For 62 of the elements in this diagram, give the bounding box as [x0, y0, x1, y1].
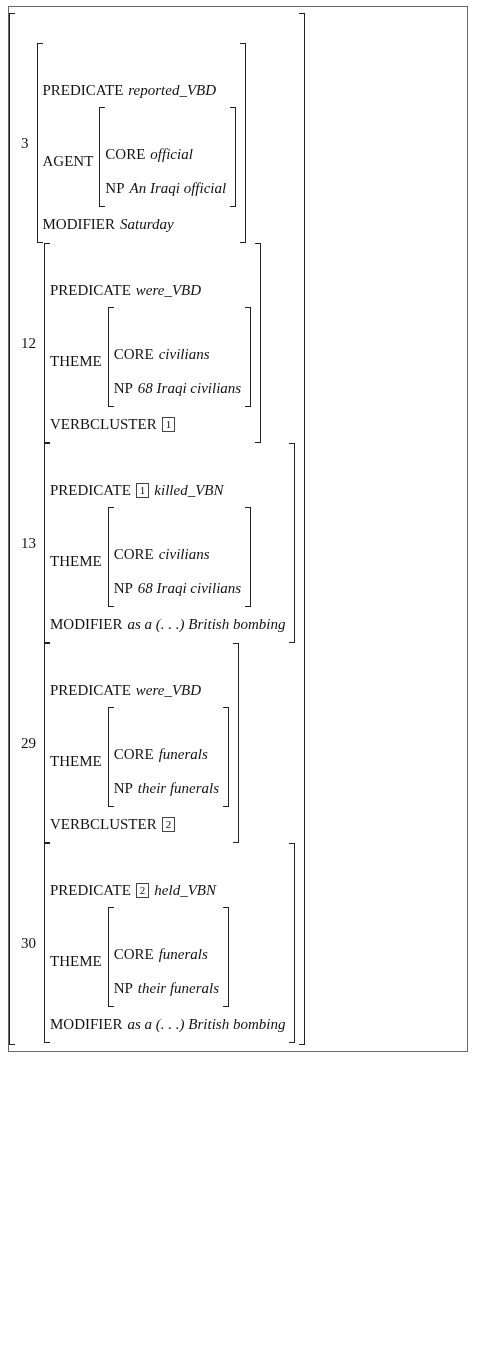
feature-name: CORE [113, 945, 154, 963]
feature-value: official [150, 145, 193, 163]
feature-value: funerals [158, 745, 208, 763]
feature-matrix [42, 107, 237, 207]
feature-value: as a (. . .) British bombing [127, 1015, 286, 1033]
feature-name: NP [113, 379, 133, 397]
frame-number: 29 [21, 734, 36, 752]
coindex-tag: 1 [135, 482, 150, 498]
feature-matrix [44, 443, 296, 643]
feature-value: Saturday [120, 215, 174, 233]
feature-name: PREDICATE [50, 281, 131, 299]
feature-name: MODIFIER [50, 615, 123, 633]
feature-value: as a (. . .) British bombing [127, 615, 286, 633]
frame-number: 3 [21, 134, 29, 152]
feature-value: killed_VBN [154, 481, 224, 499]
feature-value: funerals [158, 945, 208, 963]
feature-name: AGENT [42, 152, 94, 170]
feature-name: CORE [113, 745, 154, 763]
feature-value: civilians [158, 345, 210, 363]
feature-name: NP [113, 979, 133, 997]
feature-value: were_VBD [135, 681, 202, 699]
feature-value: their funerals [137, 779, 220, 797]
feature-name: PREDICATE [50, 681, 131, 699]
feature-name: THEME [50, 552, 102, 570]
feature-name: NP [113, 779, 133, 797]
feature-value: their funerals [137, 979, 220, 997]
feature-matrix [50, 507, 252, 607]
feature-name: MODIFIER [50, 1015, 123, 1033]
feature-name: NP [113, 579, 133, 597]
feature-value: held_VBN [154, 881, 216, 899]
feature-name: PREDICATE [50, 481, 131, 499]
feature-name: PREDICATE [42, 81, 124, 99]
feature-matrix [44, 843, 296, 1043]
feature-name: VERBCLUSTER [50, 415, 157, 433]
coindex-tag: 1 [161, 416, 176, 432]
feature-matrix [50, 307, 252, 407]
feature-name: CORE [113, 545, 154, 563]
coindex-tag: 2 [161, 816, 176, 832]
frame-number: 13 [21, 534, 36, 552]
feature-name: THEME [50, 752, 102, 770]
feature-name: CORE [105, 145, 146, 163]
feature-matrix [50, 907, 230, 1007]
feature-name: NP [105, 179, 125, 197]
feature-value: 68 Iraqi civilians [137, 379, 242, 397]
feature-name: PREDICATE [50, 881, 131, 899]
feature-value: civilians [158, 545, 210, 563]
feature-name: MODIFIER [42, 215, 115, 233]
coindex-tag: 2 [135, 882, 150, 898]
feature-name: VERBCLUSTER [50, 815, 157, 833]
feature-matrix [44, 243, 262, 443]
feature-name: THEME [50, 352, 102, 370]
feature-value: reported_VBD [128, 81, 217, 99]
feature-value: were_VBD [135, 281, 202, 299]
feature-matrix [50, 707, 230, 807]
feature-name: THEME [50, 952, 102, 970]
feature-matrix [44, 643, 240, 843]
feature-value: 68 Iraqi civilians [137, 579, 242, 597]
frame-number: 12 [21, 334, 36, 352]
frame-number: 30 [21, 934, 36, 952]
feature-value: An Iraqi official [129, 179, 227, 197]
feature-name: CORE [113, 345, 154, 363]
feature-matrix [36, 43, 247, 243]
